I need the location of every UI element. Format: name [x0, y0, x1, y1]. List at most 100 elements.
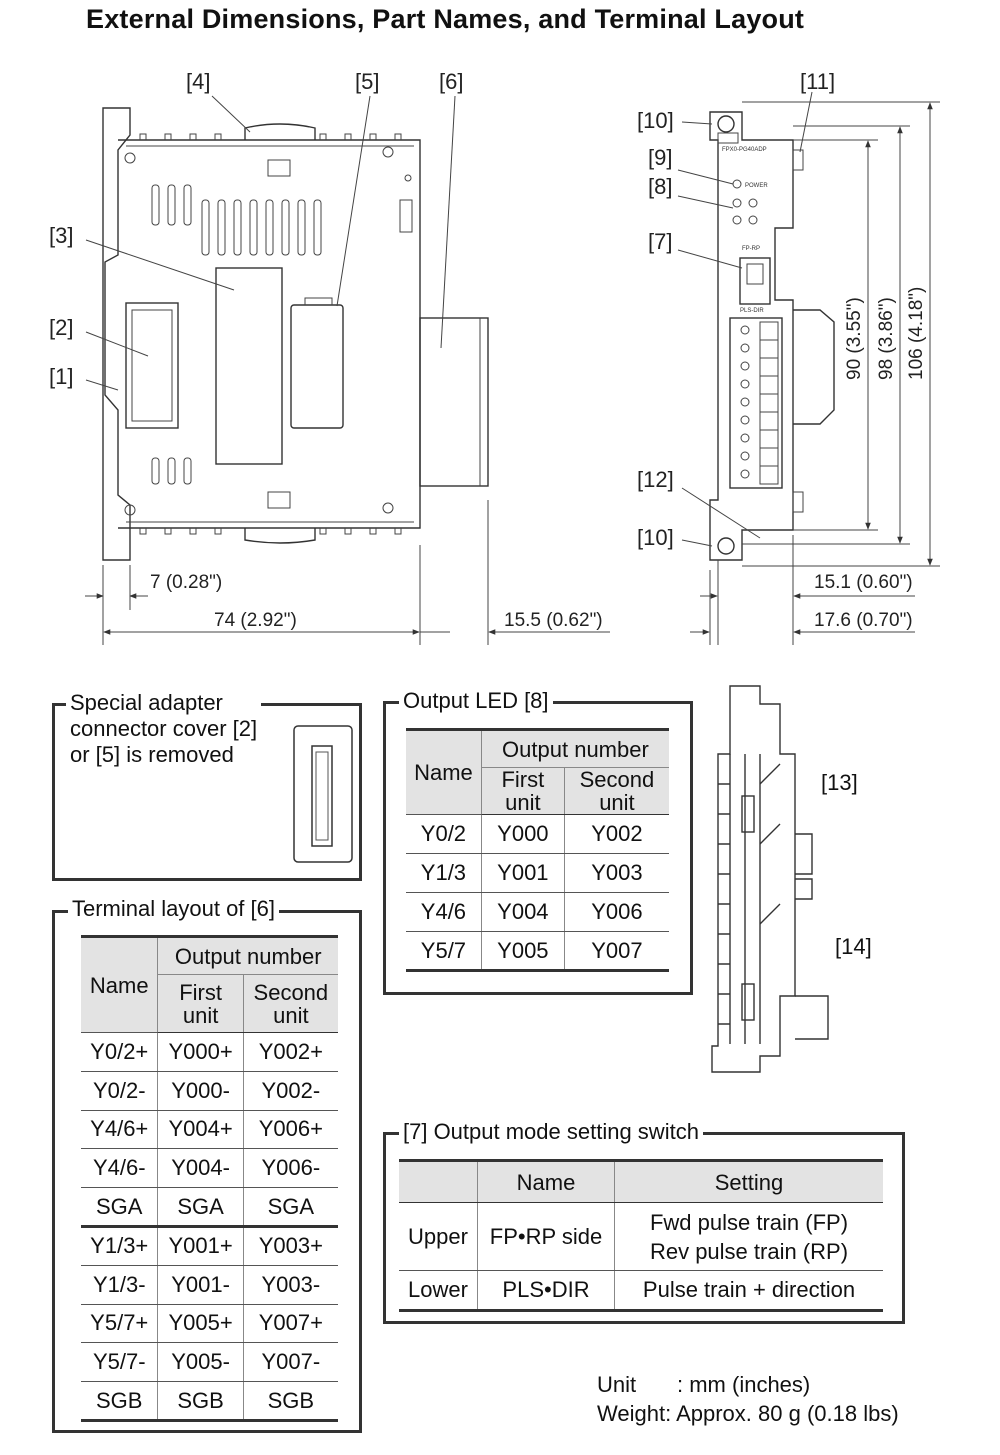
table-cell: SGA	[157, 1187, 244, 1227]
table-row: Y1/3 Y001 Y003	[406, 853, 669, 893]
terminal-group-header: Output number	[157, 935, 338, 975]
unit-label: Unit	[597, 1372, 637, 1397]
table-cell: Y004+	[157, 1110, 244, 1150]
connector-cover-line-3: or [5] is removed	[70, 742, 234, 767]
table-cell: Y006+	[243, 1110, 338, 1150]
table-cell: SGB	[243, 1381, 338, 1422]
table-row: Y5/7+ Y005+ Y007+	[81, 1304, 338, 1344]
callout-14: [14]	[835, 934, 872, 959]
callout-4: [4]	[186, 69, 210, 94]
table-cell: Y5/7-	[81, 1342, 159, 1383]
page-title: External Dimensions, Part Names, and Ter…	[86, 4, 805, 34]
table-cell: Y5/7+	[81, 1304, 159, 1344]
mode-switch-upper-setting-2: Rev pulse train (RP)	[649, 1238, 849, 1264]
table-cell: SGB	[81, 1381, 159, 1422]
table-row: SGA SGA SGA	[81, 1187, 338, 1227]
table-cell: Y0/2+	[81, 1032, 159, 1072]
table-cell: Y007+	[243, 1304, 338, 1344]
dim-74: 74 (2.92")	[214, 610, 297, 631]
table-cell: Y006-	[243, 1148, 338, 1189]
callout-5: [5]	[355, 69, 379, 94]
callout-2: [2]	[49, 315, 73, 340]
table-row: Y0/2- Y000- Y002-	[81, 1071, 338, 1111]
dim-106: 106 (4.18")	[906, 287, 927, 380]
front-switch-bottom-label: PLS-DIR	[740, 308, 764, 314]
table-cell: SGB	[157, 1381, 244, 1422]
table-cell: Y5/7	[406, 931, 482, 972]
table-cell: Y002+	[243, 1032, 338, 1072]
unit-value: : mm (inches)	[677, 1372, 811, 1397]
table-cell: Y006	[564, 892, 669, 932]
connector-cover-line-1: Special adapter	[70, 690, 223, 715]
callout-7: [7]	[648, 229, 672, 254]
table-cell: SGA	[81, 1187, 159, 1227]
callout-1: [1]	[49, 364, 73, 389]
dim-90: 90 (3.55")	[844, 297, 865, 380]
callout-12: [12]	[637, 467, 674, 492]
table-cell: Y001-	[157, 1265, 244, 1305]
connector-cover-line-2: connector cover [2]	[70, 716, 258, 741]
output-led-name-header: Name	[406, 728, 482, 815]
front-view	[709, 111, 835, 561]
mode-switch-title: [7] Output mode setting switch	[399, 1120, 703, 1144]
mode-switch-table: Name Setting Upper FP•RP side Fwd pulse …	[399, 1159, 883, 1312]
table-row: Upper FP•RP side Fwd pulse train (FP) Re…	[399, 1202, 883, 1271]
callout-6: [6]	[439, 69, 463, 94]
table-row: Y4/6- Y004- Y006-	[81, 1148, 338, 1189]
table-row: Y4/6 Y004 Y006	[406, 892, 669, 932]
output-led-group-header: Output number	[481, 728, 669, 768]
table-cell: Y007	[564, 931, 669, 972]
table-cell: Y001+	[157, 1224, 244, 1266]
mode-switch-upper-name: FP•RP side	[477, 1202, 615, 1271]
table-row: Y0/2+ Y000+ Y002+	[81, 1032, 338, 1072]
callout-3: [3]	[49, 223, 73, 248]
table-row: Y5/7- Y005- Y007-	[81, 1342, 338, 1383]
table-cell: Y4/6-	[81, 1148, 159, 1189]
front-power-label: POWER	[745, 183, 768, 189]
mode-switch-name-header: Name	[477, 1159, 615, 1203]
callout-11: [11]	[800, 69, 835, 94]
front-model-label: FPX0-PG40ADP	[722, 147, 767, 153]
table-cell: Y003-	[243, 1265, 338, 1305]
table-row: Y1/3+ Y001+ Y003+	[81, 1224, 338, 1266]
table-cell: Y003	[564, 853, 669, 893]
table-cell: Y005	[481, 931, 565, 972]
weight-note: Weight: Approx. 80 g (0.18 lbs)	[597, 1401, 899, 1426]
dim-98: 98 (3.86")	[876, 297, 897, 380]
front-switch-top-label: FP-RP	[742, 246, 760, 252]
table-cell: Y000-	[157, 1071, 244, 1111]
table-cell: Y001	[481, 853, 565, 893]
table-cell: Y1/3	[406, 853, 482, 893]
table-cell: Y0/2-	[81, 1071, 159, 1111]
callout-13: [13]	[821, 770, 858, 795]
dim-17-6: 17.6 (0.70")	[814, 610, 913, 631]
callout-10-top: [10]	[637, 108, 674, 133]
table-row: Y0/2 Y000 Y002	[406, 814, 669, 854]
table-cell: Y1/3+	[81, 1224, 159, 1266]
table-cell: Y000+	[157, 1032, 244, 1072]
connector-illustration	[293, 725, 353, 863]
terminal-layout-title: Terminal layout of [6]	[68, 897, 279, 921]
connector-cover-title: Special adapter connector cover [2] or […	[66, 690, 262, 768]
table-cell: Y002	[564, 814, 669, 854]
mode-switch-corner-header	[399, 1159, 478, 1203]
table-cell: Y4/6+	[81, 1110, 159, 1150]
table-row: Y5/7 Y005 Y007	[406, 931, 669, 972]
mode-switch-setting-header: Setting	[614, 1159, 883, 1203]
dim-7: 7 (0.28")	[150, 572, 222, 593]
table-row: Lower PLS•DIR Pulse train + direction	[399, 1270, 883, 1312]
table-cell: SGA	[243, 1187, 338, 1227]
output-led-title: Output LED [8]	[399, 689, 553, 713]
table-cell: Y003+	[243, 1224, 338, 1266]
table-cell: Y004	[481, 892, 565, 932]
callout-9: [9]	[648, 145, 672, 170]
table-cell: Y005+	[157, 1304, 244, 1344]
terminal-name-header: Name	[81, 935, 159, 1033]
mode-switch-lower-setting: Pulse train + direction	[614, 1270, 883, 1312]
dim-15-1: 15.1 (0.60")	[814, 572, 913, 593]
table-cell: Y0/2	[406, 814, 482, 854]
